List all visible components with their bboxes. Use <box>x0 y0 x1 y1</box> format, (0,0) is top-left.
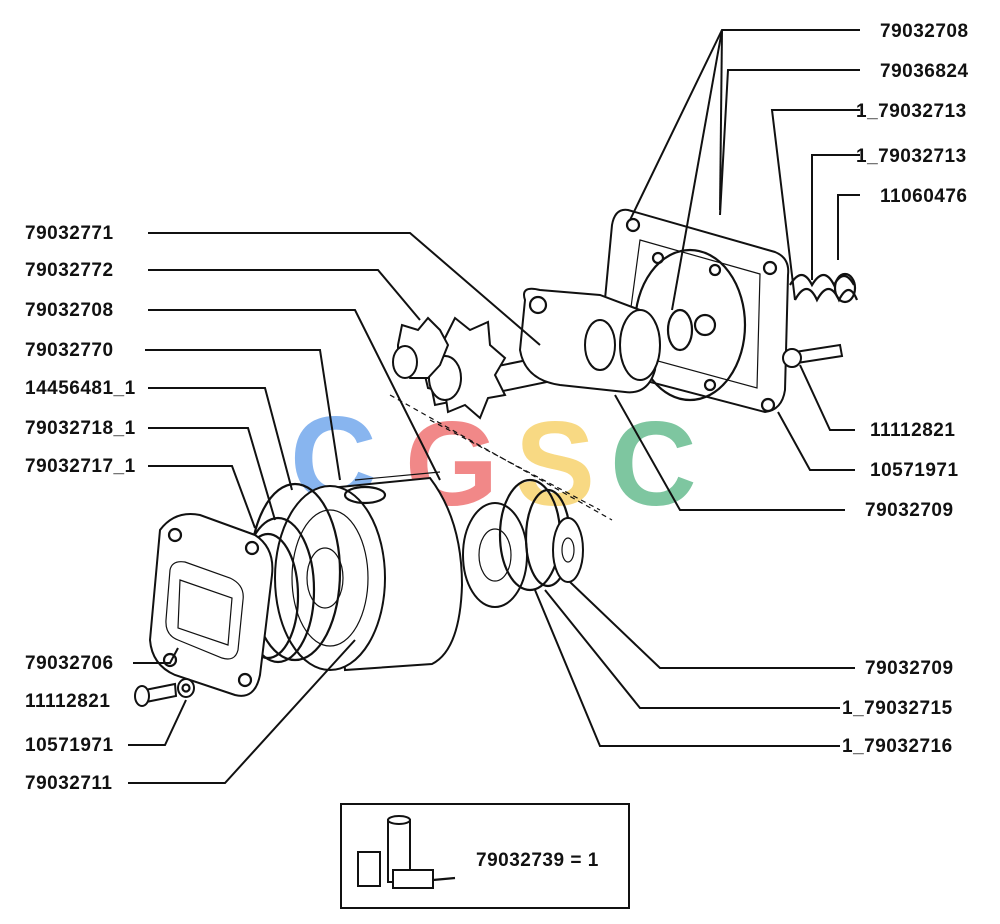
label-79032708-top: 79032708 <box>880 21 969 42</box>
label-79032709-mid: 79032709 <box>865 500 954 521</box>
label-79032717: 79032717_1 <box>25 456 136 477</box>
label-79032771: 79032771 <box>25 223 114 244</box>
label-11112821-right: 11112821 <box>870 420 955 441</box>
label-10571971-right: 10571971 <box>870 460 959 481</box>
label-79032716: 1_79032716 <box>842 736 953 757</box>
part-labels: 79032708 79036824 1_79032713 1_79032713 … <box>25 21 969 794</box>
label-79032772: 79032772 <box>25 260 114 281</box>
watermark-letter-3: S <box>515 397 595 531</box>
label-79032711: 79032711 <box>25 773 113 794</box>
label-79032709-bottom: 79032709 <box>865 658 954 679</box>
label-10571971-left: 10571971 <box>25 735 114 756</box>
label-79036824: 79036824 <box>880 61 969 82</box>
kit-parts-icon <box>357 815 456 889</box>
label-79032706: 79032706 <box>25 653 114 674</box>
label-79032715: 1_79032715 <box>842 698 953 719</box>
label-11060476: 11060476 <box>880 186 968 207</box>
label-79032770: 79032770 <box>25 340 114 361</box>
relief-spring <box>789 272 859 304</box>
label-79032713-b: 1_79032713 <box>856 146 967 167</box>
label-14456481: 14456481_1 <box>25 378 136 399</box>
mid-bearings <box>462 478 584 608</box>
label-79032708-left: 79032708 <box>25 300 114 321</box>
front-cover <box>148 513 274 697</box>
label-79032718: 79032718_1 <box>25 418 136 439</box>
pump-housing <box>274 471 464 672</box>
repair-kit-box: 79032739 = 1 <box>340 803 630 909</box>
label-11112821-left: 11112821 <box>25 691 110 712</box>
leader-lines <box>128 29 860 784</box>
watermark: C G S C <box>290 392 697 531</box>
label-79032713-a: 1_79032713 <box>856 101 967 122</box>
front-bolt-washer <box>134 678 195 707</box>
kit-part-number: 79032739 = 1 <box>476 850 599 871</box>
rear-bolt <box>782 343 844 368</box>
bearing-bushing-block <box>518 287 694 394</box>
